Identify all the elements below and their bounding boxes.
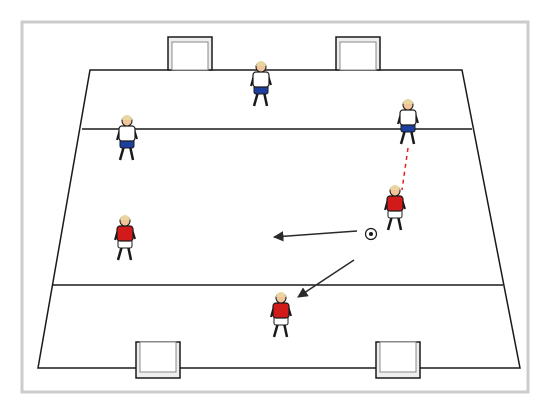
soccer-ball-icon xyxy=(366,229,377,240)
mini-goal-icon xyxy=(336,37,380,70)
mini-goal-icon xyxy=(136,342,180,378)
mini-goal-icon xyxy=(376,342,420,378)
mini-goal-icon xyxy=(168,37,212,70)
